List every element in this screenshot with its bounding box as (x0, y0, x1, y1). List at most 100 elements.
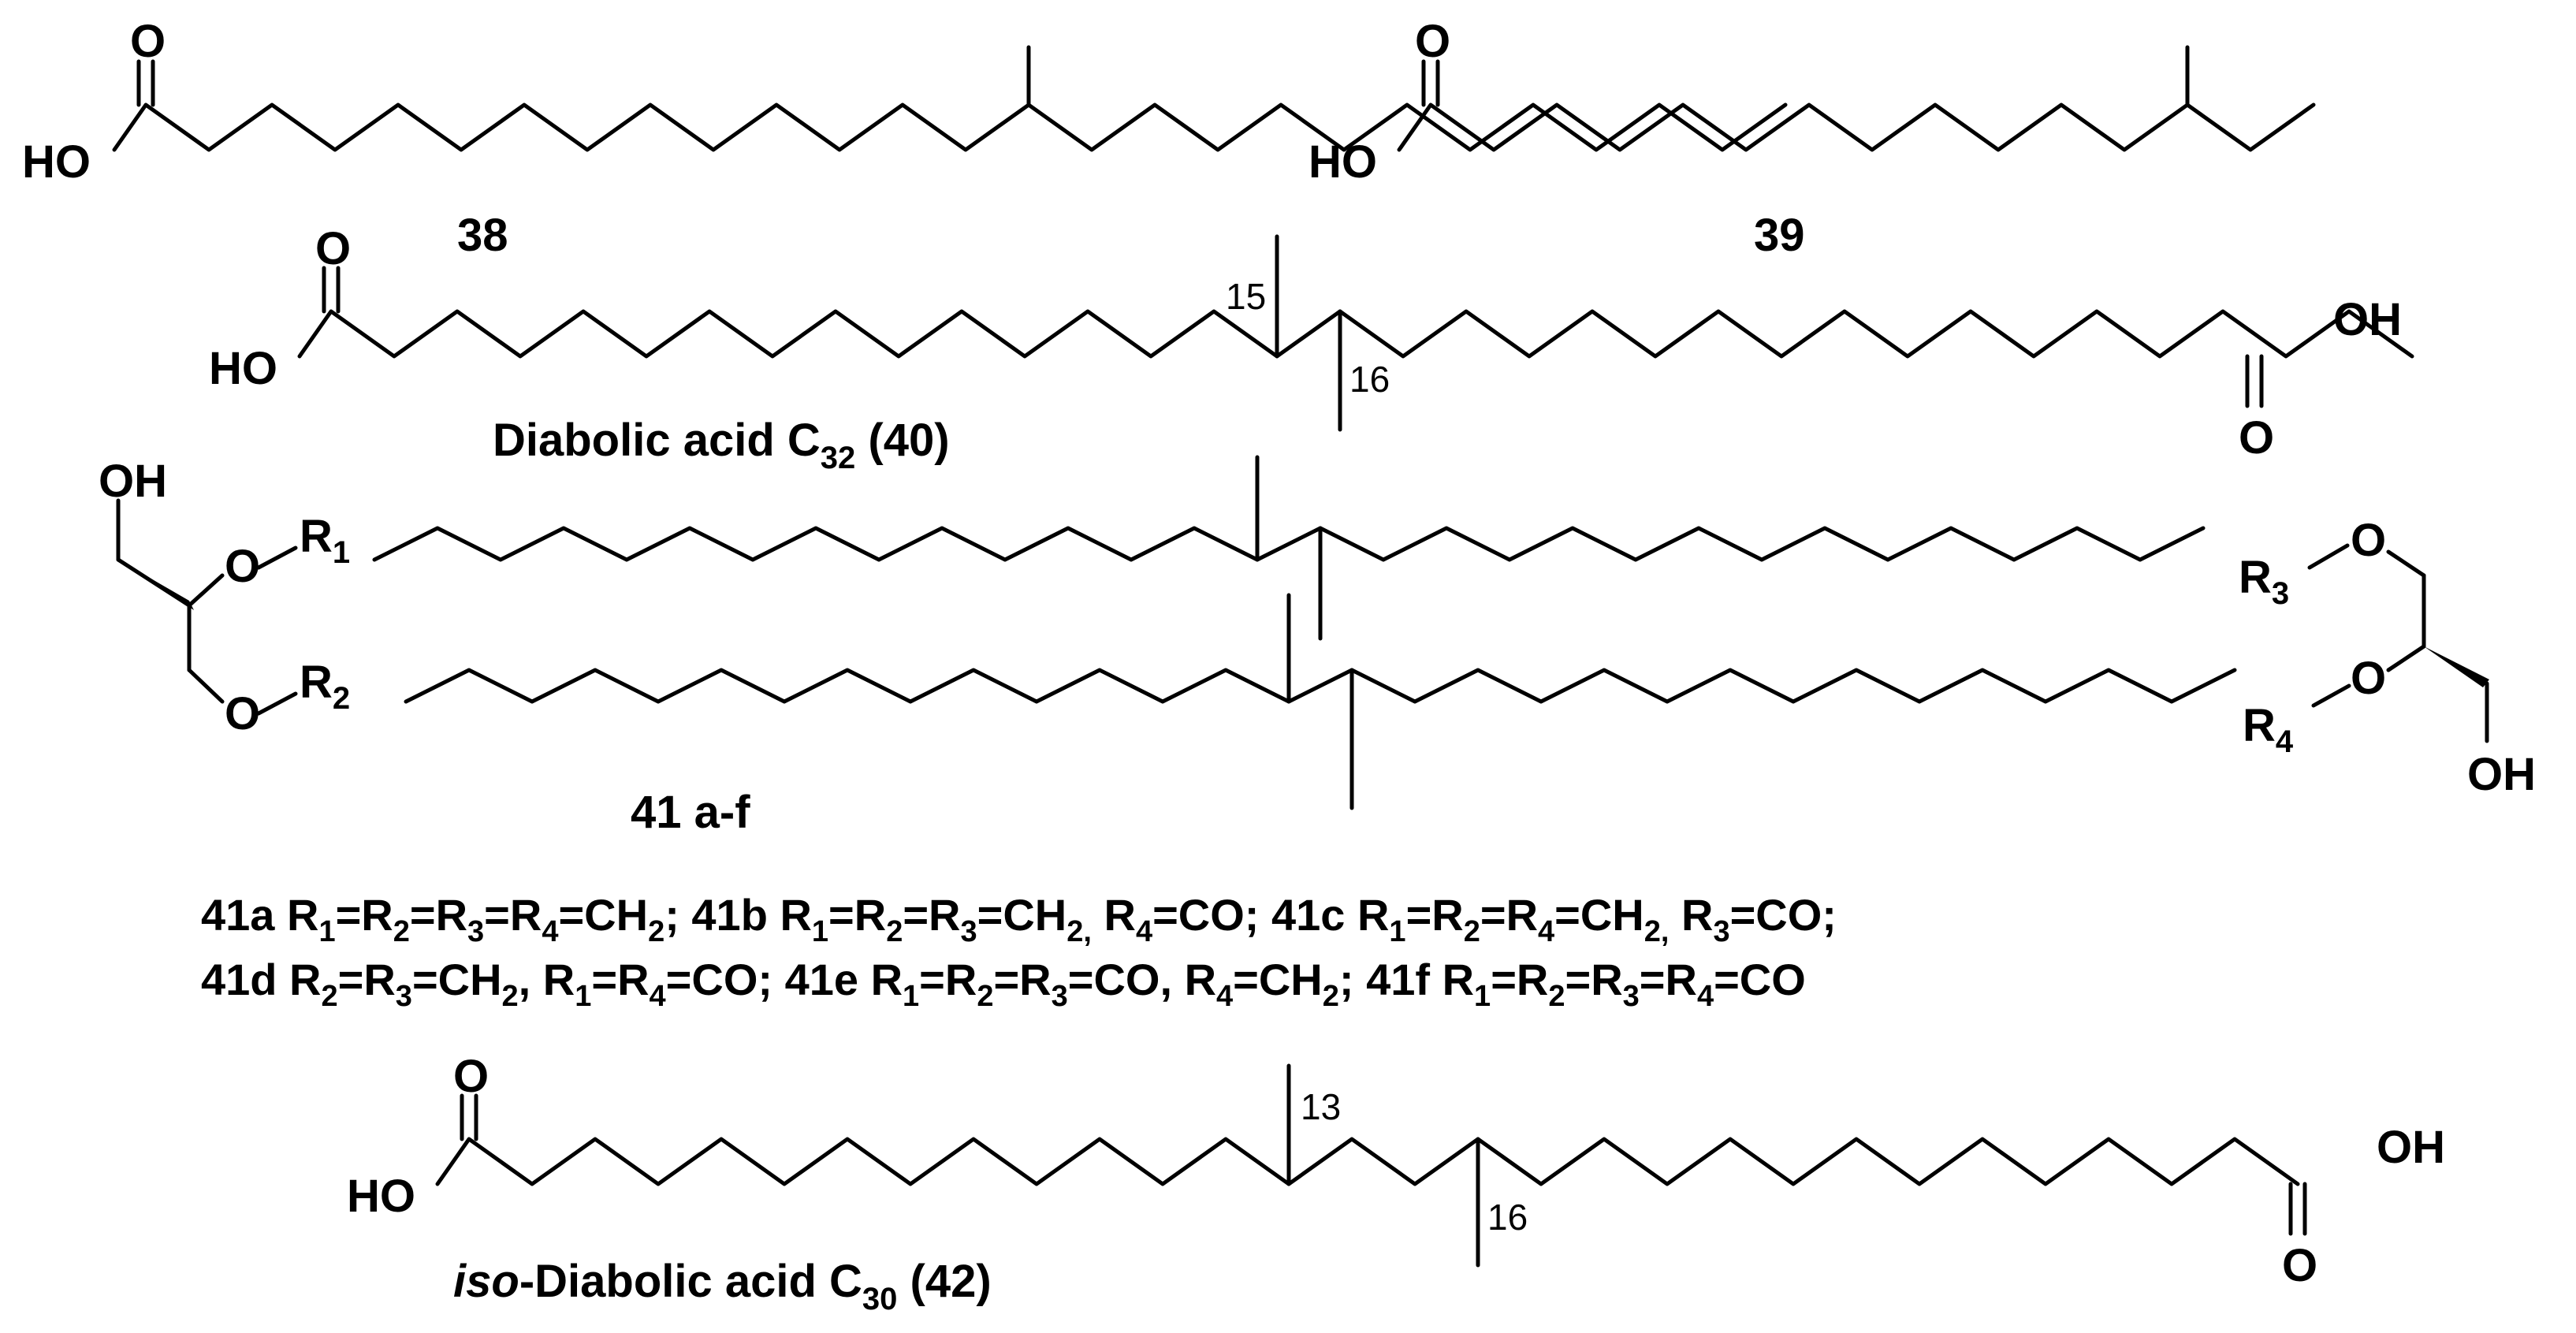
definition-segment: =R (828, 890, 886, 940)
o-r1-bond (256, 545, 298, 570)
ether-oxygen-41-top-right: O (2351, 515, 2386, 566)
chain-42 (435, 1137, 2300, 1186)
locant-15: 15 (1226, 276, 1266, 317)
definition-segment: 3 (396, 980, 412, 1013)
definition-segment: 3 (1052, 980, 1068, 1013)
chain-40 (297, 309, 2414, 359)
structure-42: O HO OH O 13 16 iso-Diabolic acid C30 (4… (347, 1051, 2445, 1316)
definition-segment: =R (993, 955, 1051, 1004)
definition-segment: ; 41f R (1339, 955, 1474, 1004)
definition-segment: R (1669, 890, 1713, 940)
glycerol-left-c2-o (187, 573, 225, 608)
wedge-bond-left (118, 560, 194, 610)
definition-segment: 2 (1323, 980, 1339, 1013)
definition-segment: 2 (648, 915, 664, 948)
hydroxyl-42-right: OH (2377, 1122, 2445, 1173)
compound-label-42: iso-Diabolic acid C30 (42) (453, 1256, 992, 1316)
definition-segment: R (1092, 890, 1136, 940)
r3-group: R3 (2239, 552, 2289, 611)
definition-segment: 3 (1713, 915, 1729, 948)
compound-label-39: 39 (1754, 210, 1805, 261)
definition-segment: =R (903, 890, 960, 940)
locant-16-42: 16 (1487, 1197, 1528, 1238)
definition-segment: =R (1491, 955, 1548, 1004)
r4-group: R4 (2243, 700, 2294, 759)
hydroxyl-39: HO (1308, 136, 1377, 188)
definition-segment: 4 (1216, 980, 1233, 1013)
structure-40: O HO OH O 15 16 Diabolic acid C32 (40) (209, 223, 2414, 475)
definition-segment: 2, (1644, 915, 1670, 948)
definition-segment: 1 (903, 980, 919, 1013)
definition-segment: 2 (1548, 980, 1565, 1013)
compound-label-41: 41 a-f (631, 787, 750, 838)
definition-segment: 2 (502, 980, 519, 1013)
carbonyl-oxygen-38: O (130, 16, 166, 67)
structure-41: OH O R1 O R2 R3 O O R4 OH 41 a-f (99, 455, 2536, 838)
carbonyl-oxygen-40-right: O (2239, 412, 2274, 464)
definition-segment: 2 (1464, 915, 1480, 948)
definition-segment: =CH (977, 890, 1067, 940)
compound-label-38: 38 (457, 210, 508, 261)
ether-oxygen-41-bottom-right: O (2351, 653, 2386, 704)
definition-segment: =CH (412, 955, 502, 1004)
definition-segment: 2 (393, 915, 410, 948)
hydroxyl-38: HO (22, 136, 91, 188)
definition-segment: 41a R (201, 890, 318, 940)
glycerol-right-o-c1 (2386, 549, 2426, 578)
chain-41-top (372, 526, 2206, 562)
definition-segment: =R (1565, 955, 1622, 1004)
carbonyl-oxygen-40-left: O (315, 223, 351, 274)
definition-segment: ; 41b R (664, 890, 812, 940)
definition-segment: =R (338, 955, 396, 1004)
carbonyl-oxygen-42-left: O (453, 1051, 489, 1102)
o-r4-bond (2311, 683, 2351, 708)
definition-line-2: 41d R2=R3=CH2, R1=R4=CO; 41e R1=R2=R3=CO… (201, 955, 1806, 1013)
definition-segment: 1 (575, 980, 591, 1013)
definition-segment: 2, (1067, 915, 1092, 948)
definition-segment: =R (410, 890, 467, 940)
chain-38 (112, 102, 1788, 152)
carbonyl-oxygen-39: O (1415, 16, 1450, 67)
hydroxyl-41-right: OH (2467, 749, 2536, 800)
definition-segment: =CO, R (1068, 955, 1216, 1004)
definition-segment: =CH (1233, 955, 1323, 1004)
hydroxyl-40-left: HO (209, 343, 277, 394)
definition-segment: =CO; 41c R (1152, 890, 1389, 940)
definition-segment: 4 (1136, 915, 1152, 948)
definition-segment: =CH (1554, 890, 1644, 940)
glycerol-right-c2-o (2386, 644, 2426, 672)
definition-segment: 1 (1389, 915, 1405, 948)
chain-39 (1397, 102, 2316, 152)
hydroxyl-40-right: OH (2333, 294, 2402, 345)
definition-segment: =R (1640, 955, 1697, 1004)
o-r2-bond (256, 691, 298, 716)
structure-38: O HO 38 (22, 16, 1788, 261)
glycerol-left-c3-o (187, 668, 225, 704)
definition-segment: 4 (1697, 980, 1714, 1013)
carbonyl-oxygen-42-right: O (2282, 1240, 2317, 1291)
definition-segment: 2 (886, 915, 903, 948)
definition-line-1: 41a R1=R2=R3=R4=CH2; 41b R1=R2=R3=CH2, R… (201, 890, 1837, 948)
r1-group: R1 (300, 511, 350, 570)
definition-segment: =CO; (1730, 890, 1837, 940)
definition-segment: , R (519, 955, 575, 1004)
chain-41-bottom (404, 668, 2237, 704)
definition-segment: 3 (961, 915, 977, 948)
ether-oxygen-41-bottom-left: O (225, 688, 260, 739)
definition-segment: =R (919, 955, 977, 1004)
definition-segment: =R (484, 890, 542, 940)
locant-16: 16 (1349, 359, 1390, 400)
definition-segment: 1 (812, 915, 828, 948)
hydroxyl-41-left: OH (99, 456, 167, 507)
definition-segment: =R (336, 890, 393, 940)
wedge-bond-right (2424, 646, 2489, 687)
definition-segment: 2 (977, 980, 993, 1013)
r3-o-bond (2307, 543, 2350, 570)
definition-segment: 3 (1623, 980, 1640, 1013)
hydroxyl-42-left: HO (347, 1171, 415, 1222)
compound-label-40: Diabolic acid C32 (40) (493, 415, 950, 475)
definition-segment: =R (591, 955, 649, 1004)
definition-segment: =CO; 41e R (666, 955, 903, 1004)
definition-segment: 1 (1474, 980, 1491, 1013)
